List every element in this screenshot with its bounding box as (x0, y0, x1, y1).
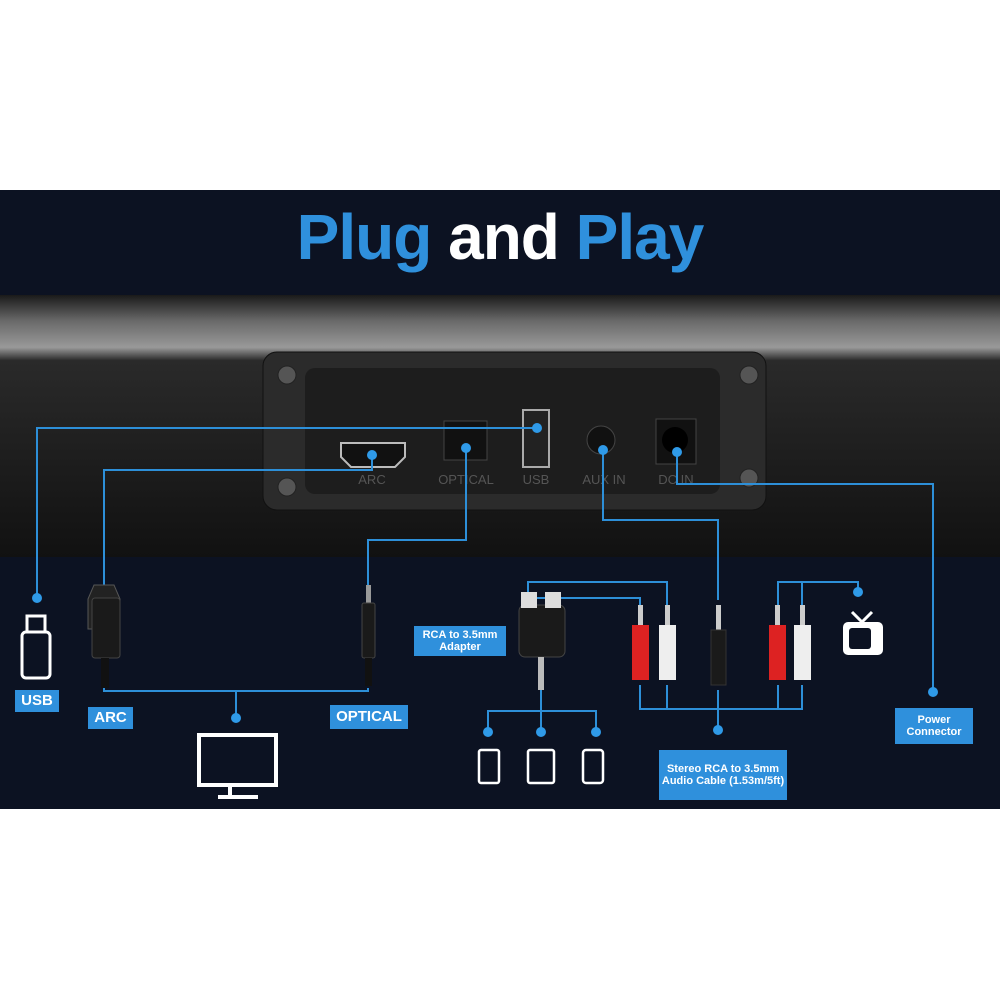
screw-icons (277, 365, 759, 497)
usb-port (522, 409, 550, 468)
aux-plug-icon (710, 605, 727, 686)
smartphone-icon (581, 748, 605, 785)
label-rca-adapter: RCA to 3.5mm Adapter (414, 626, 506, 656)
port-label-usb: USB (523, 472, 550, 487)
tv-icon (843, 610, 883, 655)
rca-adapter-icon (518, 592, 566, 690)
connection-lines (36, 427, 934, 732)
hdmi-cable-icon (87, 584, 121, 688)
rca-plugs-right (769, 605, 811, 680)
label-usb: USB (15, 690, 59, 712)
phone-icon (477, 748, 501, 785)
dc-jack (662, 427, 688, 453)
label-stereo-cable: Stereo RCA to 3.5mm Audio Cable (1.53m/5… (659, 750, 787, 800)
port-label-arc: ARC (358, 472, 385, 487)
optical-cable-icon (361, 585, 376, 686)
page-title: Plug and Play (0, 200, 1000, 274)
monitor-icon (197, 733, 278, 799)
port-recess (305, 368, 720, 494)
label-power-connector: Power Connector (895, 708, 973, 744)
title-word-and: and (448, 201, 560, 273)
connection-dots (32, 423, 938, 737)
title-word-plug: Plug (296, 201, 433, 273)
usb-drive-icon (20, 614, 52, 680)
label-optical: OPTICAL (330, 705, 408, 729)
title-word-play: Play (575, 201, 705, 273)
label-arc: ARC (88, 707, 133, 729)
tablet-icon (526, 748, 556, 785)
rca-plugs-left (632, 605, 676, 680)
